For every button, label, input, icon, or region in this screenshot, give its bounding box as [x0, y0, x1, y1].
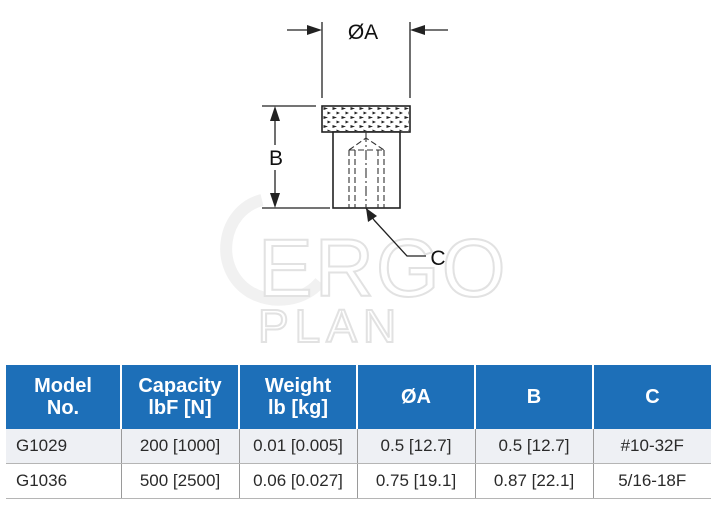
watermark-logo: ERGO PLAN [220, 194, 507, 353]
cell-a: 0.5 [12.7] [357, 429, 476, 464]
watermark-line2: PLAN [258, 300, 402, 352]
table-row: G1036 500 [2500] 0.06 [0.027] 0.75 [19.1… [6, 463, 711, 499]
header-a: ØA [357, 365, 476, 429]
dimension-b: B [262, 105, 330, 209]
dimension-c-label: C [430, 247, 445, 270]
watermark-line1: ERGO [258, 223, 507, 314]
dimension-a-label: ØA [348, 21, 378, 44]
table-row: G1029 200 [1000] 0.01 [0.005] 0.5 [12.7]… [6, 429, 711, 464]
header-c: C [593, 365, 711, 429]
dimension-c: C [365, 207, 446, 270]
header-b: B [475, 365, 594, 429]
cell-c: #10-32F [593, 429, 711, 464]
watermark-swoosh [220, 194, 325, 306]
technical-drawing: ERGO PLAN ØA B [220, 21, 507, 353]
cell-capacity: 200 [1000] [121, 429, 240, 464]
cell-b: 0.87 [22.1] [475, 463, 594, 499]
cell-b: 0.5 [12.7] [475, 429, 594, 464]
cell-model: G1036 [6, 463, 122, 499]
cell-weight: 0.06 [0.027] [239, 463, 358, 499]
cell-c: 5/16-18F [593, 463, 711, 499]
thread-hidden-lines [348, 132, 385, 208]
dimension-a: ØA [287, 21, 448, 98]
cell-capacity: 500 [2500] [121, 463, 240, 499]
cell-weight: 0.01 [0.005] [239, 429, 358, 464]
threaded-foot-part [321, 105, 411, 209]
dimension-b-label: B [269, 147, 283, 170]
cell-model: G1029 [6, 429, 122, 464]
cell-a: 0.75 [19.1] [357, 463, 476, 499]
